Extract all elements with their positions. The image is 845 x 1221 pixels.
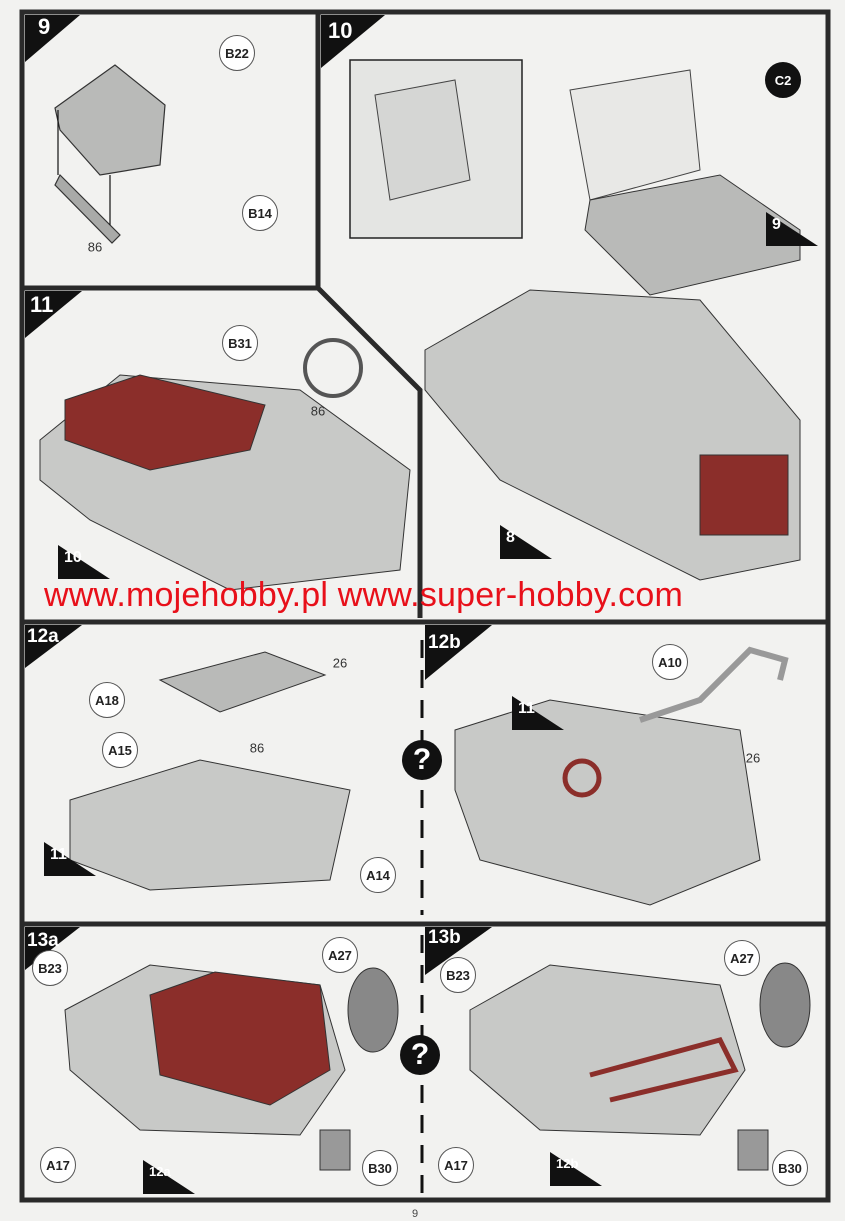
soft-top-red	[149, 971, 331, 1106]
hood-red	[64, 374, 266, 471]
step-number-11: 11	[30, 292, 54, 317]
part-label-a17: A17	[438, 1147, 474, 1183]
cement-note-86: 86	[87, 239, 103, 255]
part-label-b23: B23	[440, 957, 476, 993]
part-label-a27: A27	[322, 937, 358, 973]
hood-part-b22	[54, 64, 166, 176]
step-ref-11: 11	[44, 842, 96, 876]
jerrycan-b30-b	[737, 1129, 769, 1171]
part-label-a10: A10	[652, 644, 688, 680]
panel-frames	[19, 9, 831, 1203]
option-question-icon: ?	[402, 740, 442, 780]
grille-red	[699, 454, 789, 536]
part-label-b14: B14	[242, 195, 278, 231]
frame-a10	[639, 646, 789, 723]
step-number-13a: 13a	[27, 930, 59, 951]
part-label-b31: B31	[222, 325, 258, 361]
part-label-b23: B23	[32, 950, 68, 986]
part-label-a17: A17	[40, 1147, 76, 1183]
part-label-a14: A14	[360, 857, 396, 893]
steering-wheel-b31	[303, 338, 363, 398]
frame-step10-11-divider	[316, 286, 423, 618]
cement-note-86: 86	[310, 403, 326, 419]
spare-wheel-a27-b	[759, 962, 811, 1048]
option-question-icon: ?	[400, 1035, 440, 1075]
part-label-b30: B30	[362, 1150, 398, 1186]
part-label-b30: B30	[772, 1150, 808, 1186]
part-label-a18: A18	[89, 682, 125, 718]
step-ref-10: 10	[58, 545, 110, 579]
part-label-b22: B22	[219, 35, 255, 71]
jeep-body-step12a	[69, 759, 351, 891]
bracket-part-b14	[54, 173, 121, 244]
hood-assembly	[584, 174, 801, 296]
step-ref-12a: 12a	[143, 1160, 195, 1194]
jeep-body-step12b	[454, 699, 761, 906]
step-ref-8: 8	[500, 525, 552, 559]
step-number-9: 9	[38, 14, 51, 39]
step-number-10: 10	[328, 18, 353, 43]
cement-note-86: 86	[249, 740, 265, 756]
part-label-a27: A27	[724, 940, 760, 976]
step-corner-tabs	[25, 15, 492, 975]
page-number: 9	[412, 1208, 419, 1220]
steering-wheel-red	[562, 758, 602, 798]
spare-wheel-a27	[347, 967, 399, 1053]
step-number-12b: 12b	[428, 632, 461, 653]
step-number-13b: 13b	[428, 927, 461, 948]
step-ref-11: 11	[512, 696, 564, 730]
step-number-12a: 12a	[27, 626, 59, 647]
jeep-body-step10	[424, 289, 801, 581]
step-ref-9: 9	[766, 212, 818, 246]
outer-frame	[19, 9, 831, 1203]
part-label-a15: A15	[102, 732, 138, 768]
jeep-body-step13b	[469, 964, 746, 1136]
jerrycan-b30	[319, 1129, 351, 1171]
windshield-part-c2	[569, 69, 701, 201]
note-26: 26	[745, 750, 761, 766]
frame-red	[589, 1037, 739, 1103]
note-26: 26	[332, 655, 348, 671]
canopy-a18	[158, 651, 327, 713]
step-ref-12b: 12b	[550, 1152, 602, 1186]
watermark-text: www.mojehobby.pl www.super-hobby.com	[44, 576, 683, 614]
frame-step9	[22, 12, 321, 291]
part-label-c2: C2	[765, 62, 801, 98]
